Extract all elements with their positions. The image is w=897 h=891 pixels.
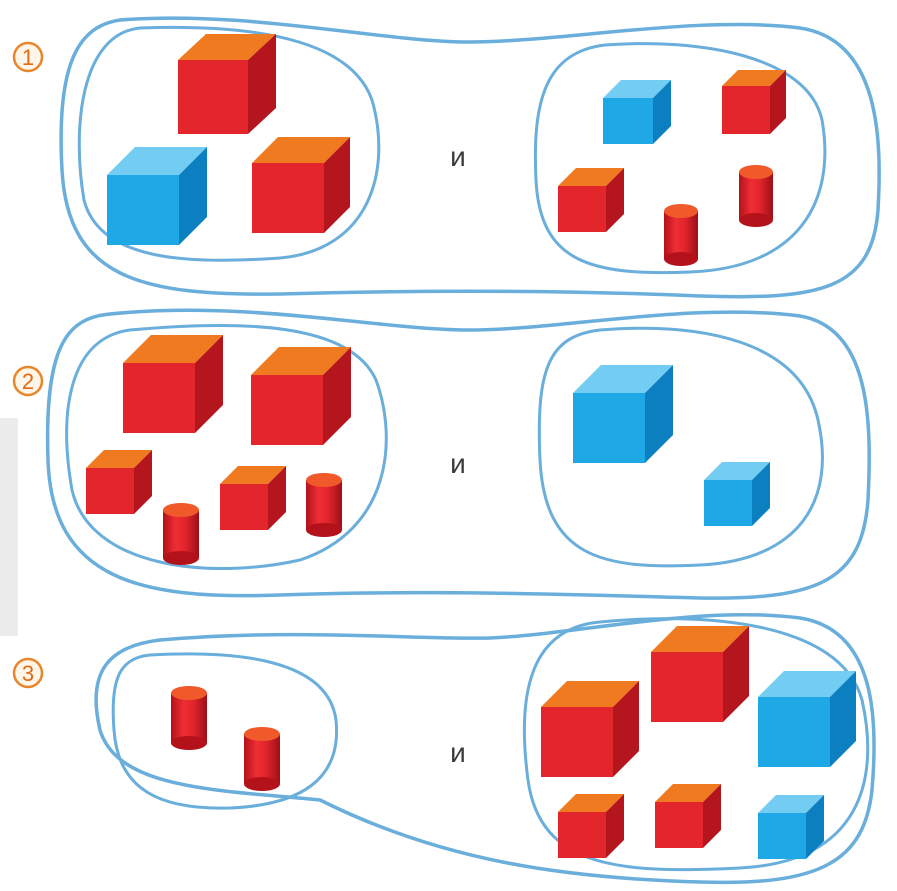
- number-badge: 3: [12, 657, 44, 689]
- red-cube: [722, 70, 786, 134]
- red-cube: [558, 168, 624, 232]
- red-cube: [541, 681, 639, 777]
- red-cylinder: [739, 165, 773, 227]
- red-cube: [251, 347, 351, 445]
- red-cylinder: [664, 204, 698, 266]
- blue-cube: [758, 671, 856, 767]
- red-cube: [558, 794, 624, 858]
- outer-outline: [59, 16, 881, 299]
- right-group-outline: [537, 326, 824, 568]
- conjunction-label: и: [450, 448, 466, 479]
- conjunction-label: и: [450, 141, 466, 172]
- blue-cube: [758, 795, 824, 859]
- red-cube: [651, 626, 749, 722]
- red-cylinder: [244, 727, 280, 791]
- red-cube: [178, 34, 276, 134]
- number-badge: 2: [12, 365, 44, 397]
- exercise-number: 1: [22, 45, 34, 70]
- blue-cube: [704, 462, 770, 526]
- red-cube: [655, 784, 721, 848]
- red-cylinder: [306, 473, 342, 537]
- left-group-outline: [65, 323, 388, 571]
- number-badge: 1: [12, 41, 44, 73]
- right-group-outline: [533, 42, 827, 275]
- left-group-outline: [111, 652, 339, 810]
- outer-outline: [94, 612, 876, 885]
- right-group-outline: [522, 617, 870, 872]
- red-cube: [123, 335, 223, 433]
- left-group-outline: [77, 25, 381, 262]
- outer-outline: [45, 308, 871, 600]
- blue-cube: [573, 365, 673, 463]
- exercise-1: 1 и: [12, 16, 881, 299]
- red-cylinder: [163, 503, 199, 565]
- red-cube: [252, 137, 350, 233]
- exercise-number: 2: [22, 369, 34, 394]
- red-cube: [86, 450, 152, 514]
- exercise-number: 3: [22, 661, 34, 686]
- page-margin-strip: [0, 418, 18, 636]
- exercise-2: 2 и: [12, 308, 871, 600]
- red-cylinder: [171, 686, 207, 750]
- blue-cube: [107, 147, 207, 245]
- conjunction-label: и: [450, 737, 466, 768]
- blue-cube: [603, 80, 671, 144]
- exercise-3: 3 и: [12, 612, 876, 885]
- red-cube: [220, 466, 286, 530]
